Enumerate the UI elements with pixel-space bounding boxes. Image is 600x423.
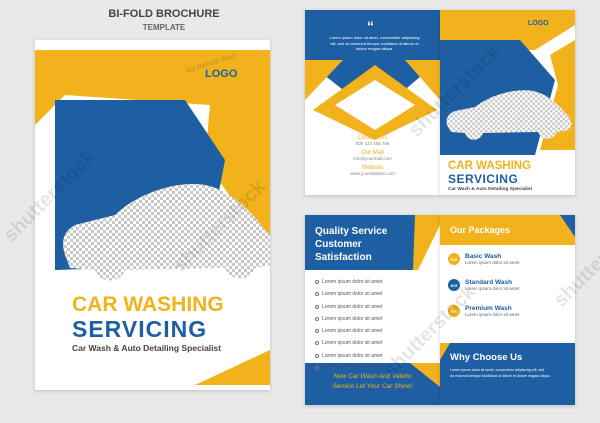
brochure-subtitle: TEMPLATE (142, 23, 186, 32)
back-left-blue-banner (305, 215, 440, 270)
package-name: Standard Wash (465, 279, 513, 286)
list-item: Lorem ipsum dolor sit amet (315, 316, 382, 322)
banner-text: Quality Service Customer Satisfaction (315, 225, 387, 264)
bullet-text: Lorem ipsum dolor sit amet (322, 365, 383, 372)
bullet-text: Lorem ipsum dolor sit amet (322, 315, 383, 322)
website-value: www.yourwebsite.com (350, 171, 395, 176)
why-line-2: do eiusmod tempor incididunt ut labore e… (450, 373, 551, 378)
bullet-text: Lorem ipsum dolor sit amet (322, 303, 383, 310)
inside-car-placeholder (446, 90, 572, 140)
mail-label: Our Mail (361, 150, 384, 156)
package-name: Premium Wash (465, 305, 512, 312)
intro-line-2: elit, sed do eiusmod tempor incididunt u… (330, 40, 419, 46)
contact-value: 000 123 456 789 (355, 141, 390, 146)
list-item: Lorem ipsum dolor sit amet (315, 279, 382, 285)
why-title: Why Choose Us (450, 352, 523, 363)
inside-right-panel: LOGO CAR WASHING SERVICING Car Wash & Au… (440, 10, 575, 195)
brochure-title: BI-FOLD BROCHURE (108, 8, 220, 20)
packages-title: Our Packages (450, 225, 511, 235)
inside-left-white-cut (335, 80, 415, 130)
intro-line-3: dolore magna aliqua. (355, 46, 394, 51)
inside-tagline: Car Wash & Auto Detailing Specialist (448, 187, 533, 192)
banner-line-1: Quality Service (315, 226, 388, 237)
contact-block: Contact Us 000 123 456 789 Our Mail info… (305, 135, 440, 176)
back-right-shapes (440, 215, 575, 405)
inside-headline-1: CAR WASHING (448, 160, 532, 172)
package-item: $10 Basic Wash Lorem ipsum dolor sit ame… (448, 253, 519, 265)
list-item: Lorem ipsum dolor sit amet (315, 340, 382, 346)
bullet-icon (315, 366, 319, 371)
back-left-orange-corner (413, 215, 440, 270)
bullet-icon (315, 304, 319, 309)
list-item: Lorem ipsum dolor sit amet (315, 365, 382, 371)
price-badge: $15 (448, 279, 460, 291)
package-desc: Lorem ipsum dolor sit amet (465, 260, 520, 265)
package-desc: Lorem ipsum dolor sit amet (465, 286, 520, 291)
list-item: Lorem ipsum dolor sit amet (315, 328, 382, 334)
back-left-shapes (305, 215, 440, 405)
inside-intro: Lorem ipsum dolor sit amet, consectetur … (317, 35, 432, 52)
cover-headline-1: CAR WASHING (72, 293, 224, 316)
bullet-icon (315, 280, 319, 284)
inside-quote-mark: “ (367, 18, 374, 34)
back-right-panel: Our Packages $10 Basic Wash Lorem ipsum … (440, 215, 575, 405)
back-left-blue-footer (305, 363, 440, 405)
bullet-icon (315, 353, 319, 358)
bullet-icon (315, 292, 319, 297)
back-right-blue-corner (560, 215, 575, 237)
back-right-orange-banner (440, 215, 575, 245)
contact-label: Contact Us (357, 135, 388, 141)
bullet-icon (315, 329, 319, 334)
inside-left-shapes (305, 10, 440, 140)
inside-left-orange-right (405, 60, 440, 100)
price-badge: $20 (448, 305, 460, 317)
back-left-panel: Quality Service Customer Satisfaction Lo… (305, 215, 440, 405)
back-right-blue-footer (440, 343, 575, 405)
bullet-list: Lorem ipsum dolor sit amet Lorem ipsum d… (315, 279, 382, 377)
bullet-text: Lorem ipsum dolor sit amet (322, 279, 383, 285)
bullet-text: Lorem ipsum dolor sit amet (322, 352, 383, 359)
banner-line-2: Customer (315, 239, 362, 250)
back-left-footer-text: New Car Wash And Valetin Service Let You… (305, 372, 440, 392)
bullet-text: Lorem ipsum dolor sit amet (322, 328, 383, 335)
bullet-text: Lorem ipsum dolor sit amet (322, 291, 383, 298)
inside-left-blue-top (305, 10, 440, 60)
cover-bottom-orange (195, 350, 270, 385)
inside-headline-2: SERVICING (448, 172, 519, 186)
cover-orange-shape (35, 50, 270, 255)
cover-logo: LOGO (205, 68, 238, 80)
package-name: Basic Wash (465, 253, 502, 260)
list-item: Lorem ipsum dolor sit amet (315, 353, 382, 359)
bullet-icon (315, 341, 319, 346)
inside-logo: LOGO (528, 20, 549, 27)
cover-tagline: Car Wash & Auto Detailing Specialist (72, 343, 222, 353)
list-item: Lorem ipsum dolor sit amet (315, 304, 382, 310)
why-line-1: Lorem ipsum dolor sit amet, consectetur … (450, 368, 545, 372)
back-left-orange-footer-corner (410, 363, 440, 387)
cover-headline-2: SERVICING (72, 316, 208, 342)
website-label: Website (361, 165, 384, 171)
cover-page: LOGO Md Mehedi Islam CAR WASHING SERVICI… (35, 40, 270, 390)
bullet-icon (315, 316, 319, 321)
price-badge: $10 (448, 253, 460, 265)
package-desc: Lorem ipsum dolor sit amet (465, 312, 520, 317)
mail-value: info@yourmail.com (353, 156, 392, 161)
car-placeholder (63, 184, 270, 281)
why-text: Lorem ipsum dolor sit amet, consectetur … (450, 368, 570, 379)
banner-line-3: Satisfaction (315, 252, 372, 263)
bullet-text: Lorem ipsum dolor sit amet (322, 340, 383, 347)
intro-line-1: Lorem ipsum dolor sit amet, consectetur … (329, 35, 420, 40)
back-right-orange-footer-corner (440, 343, 450, 360)
list-item: Lorem ipsum dolor sit amet (315, 291, 382, 297)
inside-left-panel: “ Lorem ipsum dolor sit amet, consectetu… (305, 10, 440, 195)
package-item: $15 Standard Wash Lorem ipsum dolor sit … (448, 279, 519, 291)
package-item: $20 Premium Wash Lorem ipsum dolor sit a… (448, 305, 519, 317)
footer-line-1: New Car Wash And Valetin (333, 373, 412, 380)
footer-line-2: Service Let Your Car Shine! (332, 383, 413, 390)
inside-left-orange-left (305, 60, 343, 100)
